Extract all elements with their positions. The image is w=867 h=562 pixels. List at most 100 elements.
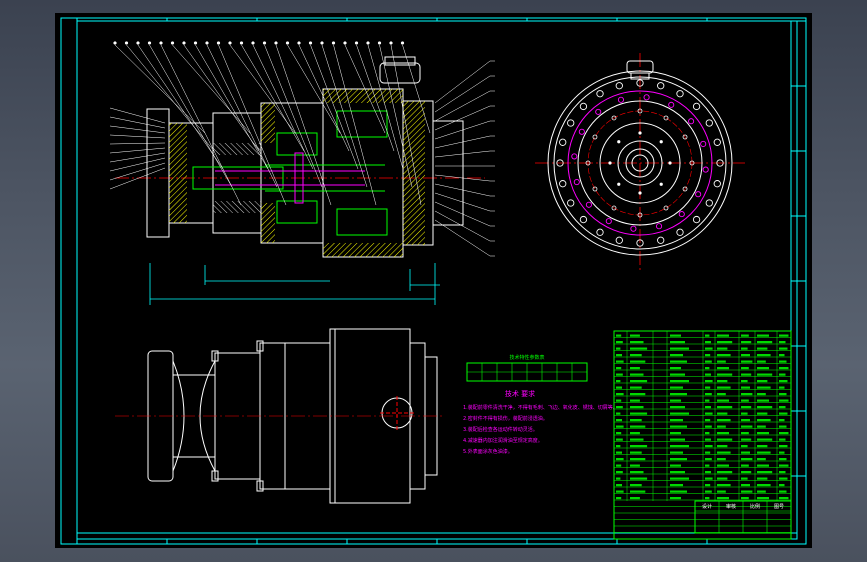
- table-cell-text: [779, 354, 785, 357]
- table-cell-text: [705, 419, 711, 422]
- balloon-dot: [320, 41, 324, 45]
- bolt-hole: [611, 205, 617, 211]
- table-cell-text: [741, 354, 750, 357]
- bolt-hole: [617, 182, 621, 186]
- leader-line: [264, 44, 323, 188]
- bolt-hole: [638, 131, 642, 135]
- bolt-hole: [573, 178, 580, 186]
- table-cell-text: [630, 464, 640, 467]
- table-cell-text: [630, 399, 640, 402]
- table-cell-text: [757, 406, 773, 409]
- table-cell-text: [630, 373, 644, 376]
- leader-line: [434, 135, 491, 149]
- table-cell-text: [717, 373, 733, 376]
- table-cell-text: [705, 464, 710, 467]
- table-cell-text: [705, 445, 713, 448]
- leader-line: [109, 107, 166, 124]
- table-cell-text: [779, 399, 789, 402]
- table-cell-text: [630, 445, 648, 448]
- table-cell-text: [630, 425, 646, 428]
- bolt-hole: [615, 236, 623, 244]
- table-cell-text: [630, 354, 642, 357]
- table-cell-text: [757, 393, 766, 396]
- leader-line: [367, 44, 404, 170]
- leader-line: [402, 44, 431, 134]
- bolt-hole: [668, 101, 675, 108]
- title-label-number: 图号: [774, 504, 784, 510]
- table-cell-text: [670, 432, 681, 435]
- bolt-hole: [676, 90, 684, 98]
- table-cell-text: [630, 367, 640, 370]
- leader-line: [390, 44, 422, 206]
- balloon-dot: [377, 41, 382, 45]
- leader-line: [206, 44, 278, 188]
- table-cell-text: [705, 451, 711, 454]
- table-cell-text: [717, 354, 731, 357]
- table-cell-text: [757, 438, 773, 441]
- table-cell-text: [717, 445, 728, 448]
- bolt-hole: [682, 134, 688, 140]
- table-cell-text: [616, 393, 624, 396]
- bolt-hole: [713, 138, 721, 146]
- table-cell-text: [670, 497, 681, 500]
- bolt-hole: [556, 159, 564, 167]
- table-cell-text: [705, 334, 710, 337]
- table-cell-text: [779, 464, 789, 467]
- balloon-dot: [147, 41, 152, 45]
- table-cell-text: [717, 386, 731, 389]
- table-cell-text: [757, 490, 766, 493]
- table-cell-text: [616, 438, 623, 441]
- table-cell-text: [705, 412, 713, 415]
- table-cell-text: [705, 497, 710, 500]
- table-cell-text: [779, 373, 786, 376]
- cad-viewport[interactable]: 技术特性参数表 技术 要求 1.装配前零件清洗干净，不得有毛刺、飞边、氧化皮、锈…: [55, 13, 812, 548]
- table-cell-text: [717, 458, 726, 461]
- bolt-hole: [567, 199, 575, 207]
- bolt-hole: [578, 128, 585, 135]
- leader-line: [109, 134, 166, 139]
- table-cell-text: [757, 477, 768, 480]
- bolt-hole: [605, 218, 612, 225]
- leader-line: [109, 147, 166, 154]
- table-cell-text: [705, 367, 710, 370]
- table-cell-text: [630, 497, 640, 500]
- table-cell-text: [630, 406, 644, 409]
- table-cell-text: [779, 497, 789, 500]
- leader-line: [160, 44, 242, 206]
- table-cell-text: [757, 425, 766, 428]
- balloon-dot: [389, 41, 393, 45]
- bolt-hole: [608, 161, 612, 165]
- table-cell-text: [616, 386, 622, 389]
- leader-line: [310, 44, 359, 170]
- table-cell-text: [741, 334, 749, 337]
- cad-drawing-canvas: 技术特性参数表 技术 要求 1.装配前零件清洗干净，不得有毛刺、飞边、氧化皮、锈…: [60, 17, 807, 545]
- bolt-hole: [571, 153, 578, 160]
- leader-line: [172, 44, 251, 134]
- leader-line: [218, 44, 287, 206]
- table-cell-text: [616, 490, 624, 493]
- table-cell-text: [705, 341, 711, 344]
- table-cell-text: [616, 380, 621, 383]
- table-cell-text: [630, 490, 646, 493]
- table-cell-text: [741, 367, 749, 370]
- table-cell-text: [717, 471, 733, 474]
- table-cell-text: [717, 393, 726, 396]
- leader-line: [109, 142, 166, 145]
- table-cell-text: [757, 399, 769, 402]
- table-cell-text: [670, 341, 685, 344]
- table-cell-text: [741, 412, 748, 415]
- table-cell-text: [670, 477, 689, 480]
- table-cell-text: [741, 425, 753, 428]
- bolt-hole: [579, 102, 588, 111]
- table-cell-text: [670, 367, 681, 370]
- leader-line: [434, 75, 491, 113]
- note-item-1: 1.装配前零件清洗干净，不得有毛刺、飞边、氧化皮、锈蚀、切屑等。: [463, 404, 618, 411]
- bolt-hole: [611, 115, 617, 121]
- bolt-hole: [636, 239, 644, 247]
- balloon-dot: [113, 41, 117, 45]
- bolt-hole: [663, 205, 669, 211]
- note-item-5: 5.外表面涂灰色油漆。: [463, 448, 513, 455]
- table-cell-text: [717, 432, 729, 435]
- table-cell-text: [616, 477, 621, 480]
- bolt-hole: [716, 159, 724, 167]
